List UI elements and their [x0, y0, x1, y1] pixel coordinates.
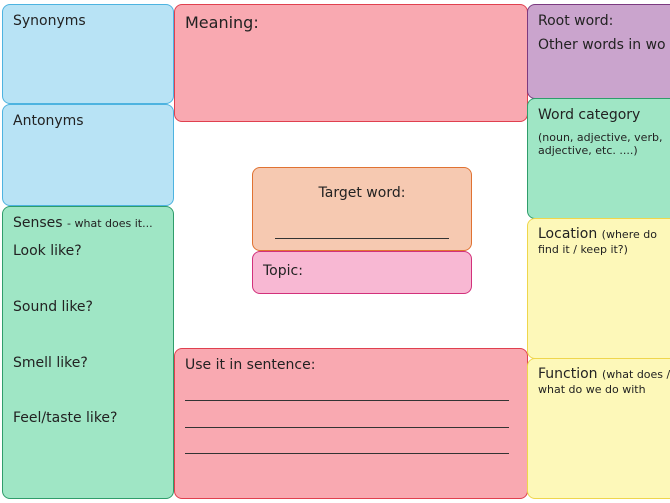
target-word-label: Target word: — [318, 185, 406, 201]
topic-label: Topic: — [263, 263, 303, 279]
root-word-box: Root word: Other words in wo — [527, 4, 670, 99]
senses-feel: Feel/taste like? — [13, 410, 118, 426]
senses-look: Look like? — [13, 243, 82, 259]
function-label: Function — [538, 366, 598, 382]
word-category-box: Word category (noun, adjective, verb, ad… — [527, 98, 670, 219]
location-label: Location — [538, 226, 598, 242]
location-box: Location (where do find it / keep it?) — [527, 218, 670, 359]
synonyms-box: Synonyms — [2, 4, 174, 104]
location-hint: (where do find it / keep it?) — [538, 228, 657, 256]
other-words-label: Other words in wo — [538, 37, 666, 53]
topic-box: Topic: — [252, 251, 472, 294]
target-word-box: Target word: — [252, 167, 472, 251]
word-category-label: Word category — [538, 107, 641, 123]
senses-subtitle: - what does it... — [67, 217, 153, 230]
synonyms-label: Synonyms — [13, 13, 86, 29]
senses-title: Senses — [13, 215, 63, 231]
sentence-line — [185, 400, 509, 401]
root-word-label: Root word: — [538, 13, 614, 29]
function-box: Function (what does / what do we do with — [527, 358, 670, 499]
antonyms-box: Antonyms — [2, 104, 174, 206]
word-category-hint: (noun, adjective, verb, adjective, etc. … — [538, 131, 663, 157]
sentence-line — [185, 453, 509, 454]
meaning-label: Meaning: — [185, 13, 259, 32]
sentence-box: Use it in sentence: — [174, 348, 528, 499]
senses-smell: Smell like? — [13, 355, 88, 371]
sentence-line — [185, 427, 509, 428]
sentence-label: Use it in sentence: — [185, 357, 316, 373]
senses-box: Senses - what does it... Look like? Soun… — [2, 206, 174, 499]
target-word-line — [275, 238, 449, 239]
function-hint: (what does / what do we do with — [538, 368, 670, 396]
antonyms-label: Antonyms — [13, 113, 84, 129]
senses-sound: Sound like? — [13, 299, 93, 315]
meaning-box: Meaning: — [174, 4, 528, 122]
